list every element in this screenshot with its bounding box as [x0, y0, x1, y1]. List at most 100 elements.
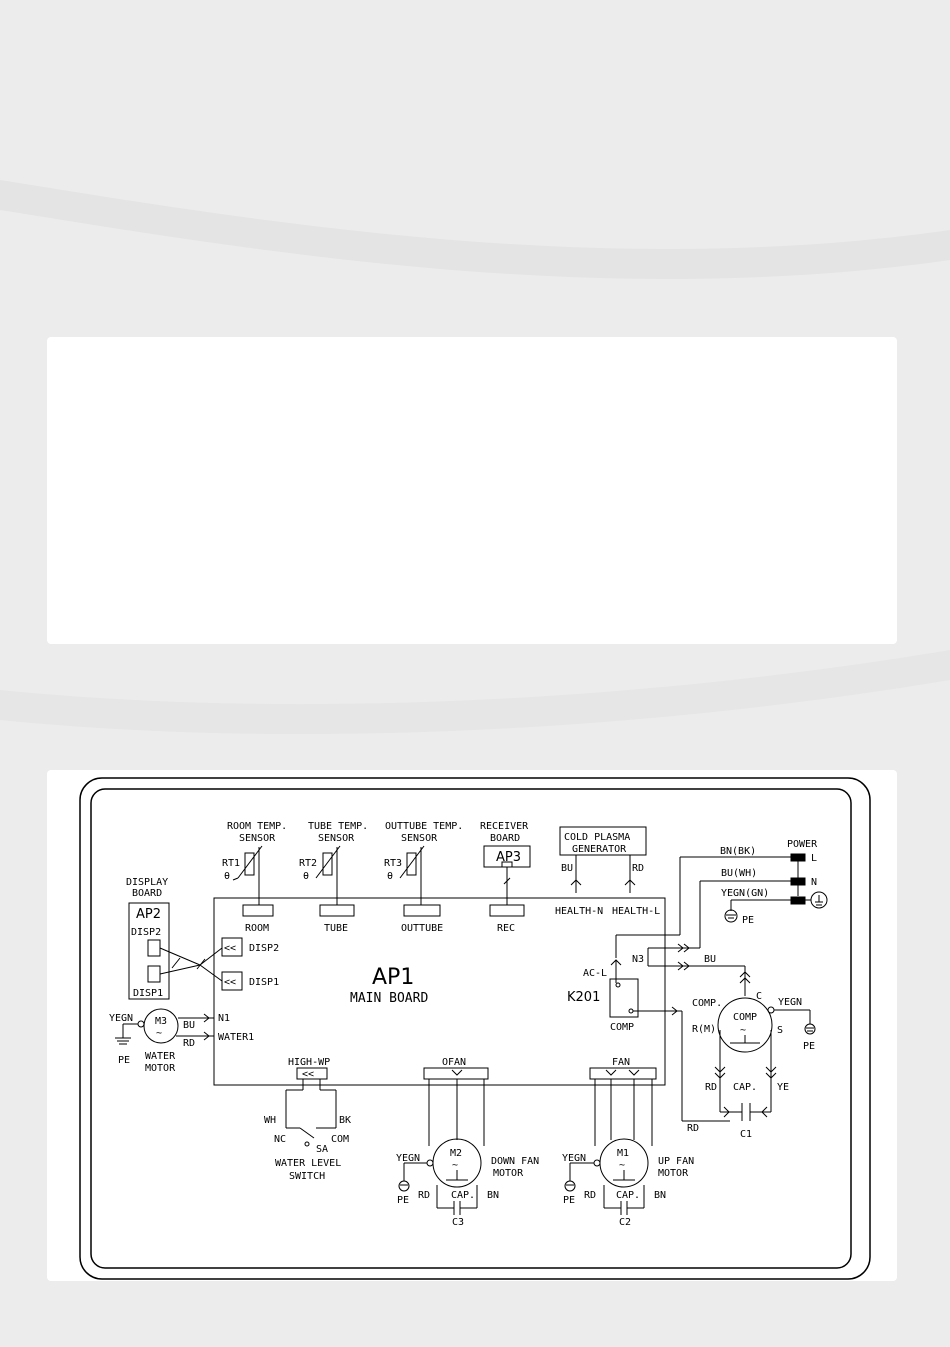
svg-text:UP FAN: UP FAN — [658, 1156, 694, 1167]
svg-text:DOWN FAN: DOWN FAN — [491, 1156, 539, 1167]
up-fan-motor: FAN M1 ~ YEGN PE RD BN CAP. C2 UP FAN MO… — [562, 1057, 694, 1228]
svg-text:RT3: RT3 — [384, 858, 402, 869]
svg-text:SENSOR: SENSOR — [318, 833, 355, 844]
receiver-board: RECEIVER BOARD AP3 REC — [480, 821, 531, 934]
svg-text:RD: RD — [632, 863, 644, 874]
svg-text:WH: WH — [264, 1115, 276, 1126]
cold-plasma-generator: COLD PLASMA GENERATOR BU RD HEALTH-N HEA… — [555, 826, 660, 917]
svg-text:<<: << — [224, 977, 236, 988]
svg-text:~: ~ — [619, 1160, 625, 1171]
svg-text:PE: PE — [803, 1041, 815, 1052]
svg-text:PE: PE — [118, 1055, 130, 1066]
svg-text:HEALTH-N: HEALTH-N — [555, 906, 603, 917]
main-board — [213, 897, 666, 1086]
svg-text:DISP2: DISP2 — [249, 943, 279, 954]
svg-text:RD: RD — [687, 1123, 699, 1134]
water-motor: YEGN M3 ~ PE BU RD N1 WATER1 WATER MOTOR — [109, 1008, 254, 1074]
svg-text:BU: BU — [704, 954, 716, 965]
svg-text:θ: θ — [387, 871, 393, 882]
svg-text:FAN: FAN — [612, 1057, 630, 1068]
svg-text:PE: PE — [397, 1195, 409, 1206]
svg-text:PE: PE — [563, 1195, 575, 1206]
blank-text-panel — [47, 337, 897, 644]
svg-text:BN: BN — [654, 1190, 666, 1201]
svg-text:COMP: COMP — [610, 1022, 634, 1033]
main-board-id: AP1 — [372, 965, 414, 990]
connector-outtube-label: OUTTUBE — [401, 923, 443, 934]
svg-text:K201: K201 — [567, 990, 600, 1005]
svg-text:COLD PLASMA: COLD PLASMA — [564, 832, 630, 843]
svg-text:N3: N3 — [632, 954, 644, 965]
svg-text:COMP.: COMP. — [692, 998, 722, 1009]
svg-text:YEGN: YEGN — [778, 997, 802, 1008]
svg-text:HEALTH-L: HEALTH-L — [612, 906, 660, 917]
svg-text:AC-L: AC-L — [583, 968, 607, 979]
svg-text:N: N — [811, 877, 817, 888]
svg-text:AP3: AP3 — [496, 850, 521, 865]
svg-text:MOTOR: MOTOR — [658, 1168, 689, 1179]
sensor-tube: TUBE TEMP. SENSOR RT2 θ TUBE — [299, 821, 368, 934]
svg-text:YEGN(GN): YEGN(GN) — [721, 888, 769, 899]
svg-text:BOARD: BOARD — [490, 833, 520, 844]
svg-text:YE: YE — [777, 1082, 789, 1093]
svg-text:BN(BK): BN(BK) — [720, 846, 756, 857]
svg-text:COM: COM — [331, 1134, 349, 1145]
svg-text:NC: NC — [274, 1134, 286, 1145]
svg-text:~: ~ — [156, 1028, 162, 1039]
svg-text:BK: BK — [339, 1115, 351, 1126]
wiring-diagram-panel: AP1 MAIN BOARD ROOM TEMP. SENSOR RT1 θ R… — [47, 770, 897, 1281]
svg-text:M2: M2 — [450, 1148, 462, 1159]
svg-text:M1: M1 — [617, 1148, 629, 1159]
main-board-name: MAIN BOARD — [350, 991, 428, 1006]
svg-text:N1: N1 — [218, 1013, 230, 1024]
down-fan-motor: OFAN M2 ~ YEGN PE RD BN CAP. C3 DOWN FAN… — [396, 1057, 539, 1228]
svg-text:RD: RD — [705, 1082, 717, 1093]
svg-text:SENSOR: SENSOR — [401, 833, 438, 844]
svg-text:<<: << — [224, 943, 236, 954]
svg-text:DISP2: DISP2 — [131, 927, 161, 938]
svg-text:BU: BU — [183, 1020, 195, 1031]
svg-text:<<: << — [302, 1069, 314, 1080]
svg-text:CAP.: CAP. — [451, 1190, 475, 1201]
svg-text:HIGH-WP: HIGH-WP — [288, 1057, 330, 1068]
svg-text:SWITCH: SWITCH — [289, 1171, 325, 1182]
svg-text:AP2: AP2 — [136, 907, 161, 922]
svg-text:DISPLAY: DISPLAY — [126, 877, 168, 888]
display-board: DISPLAY BOARD AP2 DISP2 DISP1 << << DISP… — [126, 877, 279, 1000]
svg-text:RT2: RT2 — [299, 858, 317, 869]
svg-text:BU(WH): BU(WH) — [721, 868, 757, 879]
svg-text:SENSOR: SENSOR — [239, 833, 276, 844]
svg-text:CAP.: CAP. — [733, 1082, 757, 1093]
svg-text:ROOM TEMP.: ROOM TEMP. — [227, 821, 287, 832]
svg-text:POWER: POWER — [787, 839, 818, 850]
svg-text:RECEIVER: RECEIVER — [480, 821, 529, 832]
svg-text:SA: SA — [316, 1144, 328, 1155]
connector-tube-label: TUBE — [324, 923, 348, 934]
svg-text:BU: BU — [561, 863, 573, 874]
svg-text:~: ~ — [740, 1025, 746, 1036]
svg-text:RD: RD — [183, 1038, 195, 1049]
svg-text:C: C — [756, 991, 762, 1002]
svg-text:RD: RD — [418, 1190, 430, 1201]
svg-text:GENERATOR: GENERATOR — [572, 844, 627, 855]
svg-text:YEGN: YEGN — [109, 1013, 133, 1024]
svg-text:OFAN: OFAN — [442, 1057, 466, 1068]
water-level-switch: HIGH-WP << WH BK NC COM SA WATER LEVEL S… — [264, 1057, 351, 1182]
sensor-outtube: OUTTUBE TEMP. SENSOR RT3 θ OUTTUBE — [384, 821, 463, 934]
svg-text:~: ~ — [452, 1160, 458, 1171]
svg-text:BN: BN — [487, 1190, 499, 1201]
relay-k201: AC-L K201 COMP N3 BU — [567, 943, 751, 1122]
svg-text:MOTOR: MOTOR — [493, 1168, 524, 1179]
svg-text:REC: REC — [497, 923, 515, 934]
svg-text:OUTTUBE TEMP.: OUTTUBE TEMP. — [385, 821, 463, 832]
svg-text:θ: θ — [224, 871, 230, 882]
svg-text:DISP1: DISP1 — [249, 977, 279, 988]
svg-text:MOTOR: MOTOR — [145, 1063, 176, 1074]
svg-text:TUBE TEMP.: TUBE TEMP. — [308, 821, 368, 832]
svg-text:YEGN: YEGN — [396, 1153, 420, 1164]
svg-text:L: L — [811, 853, 817, 864]
svg-text:θ: θ — [303, 871, 309, 882]
svg-text:WATER: WATER — [145, 1051, 176, 1062]
sensor-room: ROOM TEMP. SENSOR RT1 θ ROOM — [222, 821, 287, 934]
